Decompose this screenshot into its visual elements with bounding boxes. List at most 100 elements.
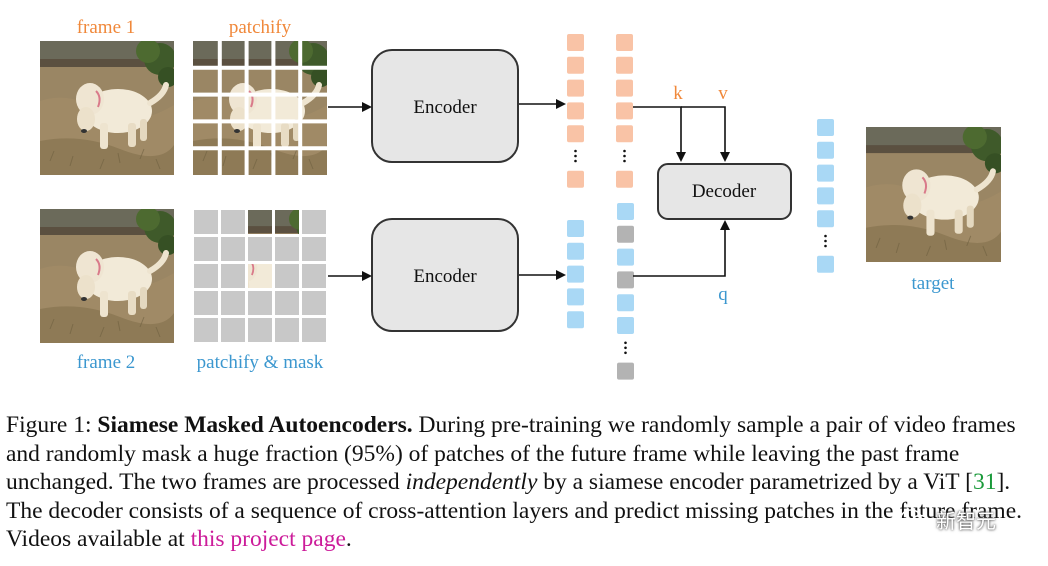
q-label: q — [718, 284, 728, 305]
caption-text-1: During pre-training we randomly sample a… — [6, 412, 1016, 467]
masked-patch — [302, 210, 326, 234]
token — [617, 294, 634, 312]
masked-patch — [248, 318, 272, 342]
patchify-label: patchify — [229, 17, 292, 38]
token-column-bottom-queries — [617, 203, 634, 380]
frame1-image — [40, 39, 178, 175]
masked-patch — [302, 291, 326, 315]
token-column-bottom-encoded — [567, 220, 584, 329]
caption-text-3: by a siamese encoder parametrized by a V… — [537, 469, 973, 496]
token — [617, 271, 634, 289]
token — [567, 56, 584, 74]
token — [567, 170, 584, 188]
masked-patch — [275, 264, 299, 288]
masked-patch — [275, 237, 299, 261]
ellipsis-dot — [824, 244, 827, 248]
caption-title: Siamese Masked Autoencoders. — [97, 412, 413, 438]
token — [567, 311, 584, 329]
masked-patch — [221, 237, 245, 261]
arrow-values-to-decoder — [681, 106, 730, 162]
citation-link[interactable]: 31 — [972, 469, 997, 496]
masked-patch — [194, 264, 218, 288]
patchify-mask-image — [194, 210, 326, 342]
token — [817, 164, 834, 182]
token — [817, 119, 834, 136]
decoder: Decoder — [657, 163, 792, 220]
token — [617, 203, 634, 220]
token — [617, 317, 634, 334]
token — [616, 79, 633, 97]
encoder-bottom-label: Encoder — [413, 266, 477, 287]
target-image — [866, 125, 1005, 262]
masked-patch — [194, 237, 218, 261]
token-column-top-encoded — [567, 34, 584, 188]
masked-patch — [221, 291, 245, 315]
token-column-output — [817, 119, 834, 273]
caption-emphasis: independently — [405, 469, 538, 496]
token — [616, 125, 633, 143]
masked-patch — [302, 237, 326, 261]
masked-patch — [221, 264, 245, 288]
token — [567, 220, 584, 237]
frame2-label: frame 2 — [77, 352, 136, 373]
token — [567, 125, 584, 143]
token — [567, 79, 584, 97]
masked-patch — [248, 237, 272, 261]
caption-fraction: 95% — [351, 440, 395, 467]
token — [616, 170, 633, 188]
encoder-bottom: Encoder — [371, 218, 519, 332]
watermark-text: 新智元 — [936, 509, 996, 533]
masked-patch — [194, 291, 218, 315]
ellipsis-dot — [824, 234, 827, 238]
frame1-label: frame 1 — [77, 17, 136, 38]
frame2-image — [40, 207, 178, 343]
ellipsis-dot — [574, 154, 577, 158]
token — [817, 255, 834, 273]
encoder-top: Encoder — [371, 49, 519, 163]
token — [617, 225, 634, 243]
ellipsis-dot — [624, 341, 627, 345]
project-page-link[interactable]: this project page — [190, 526, 346, 553]
masked-patch — [194, 318, 218, 342]
masked-patch — [275, 318, 299, 342]
token — [817, 141, 834, 159]
patchify-image — [193, 41, 327, 175]
masked-patch — [221, 210, 245, 234]
token — [616, 56, 633, 74]
masked-patch — [221, 318, 245, 342]
patchify-mask-label: patchify & mask — [197, 352, 324, 373]
figure-caption: Figure 1: Siamese Masked Autoencoders. D… — [6, 411, 1042, 554]
token — [567, 288, 584, 306]
ellipsis-dot — [624, 351, 627, 355]
siamese-mae-diagram: frame 1 patchify Encoder k v Decoder tar… — [0, 17, 1048, 380]
ellipsis-dot — [623, 149, 626, 153]
token-column-top-keys-values — [616, 34, 633, 188]
target-label: target — [912, 273, 956, 294]
token — [817, 210, 834, 228]
token — [616, 34, 633, 51]
arrow-queries-to-decoder — [633, 220, 730, 277]
caption-text-5: . — [345, 526, 352, 553]
ellipsis-dot — [574, 149, 577, 153]
ellipsis-dot — [574, 159, 577, 163]
arrow-keys-to-decoder — [633, 106, 686, 162]
masked-patch — [275, 291, 299, 315]
masked-patch — [248, 291, 272, 315]
token — [617, 248, 634, 266]
k-label: k — [673, 83, 683, 104]
ellipsis-dot — [824, 239, 827, 243]
token — [567, 265, 584, 283]
token — [616, 102, 633, 120]
masked-patch — [302, 318, 326, 342]
watermark: 新智元 — [900, 505, 996, 534]
token — [817, 187, 834, 205]
masked-patch — [302, 264, 326, 288]
token — [567, 102, 584, 120]
caption-prefix: Figure 1: — [6, 412, 98, 438]
token — [617, 362, 634, 380]
caption-text-4: ]. The decoder consists of a sequence of… — [6, 469, 1023, 553]
decoder-label: Decoder — [692, 181, 757, 202]
ellipsis-dot — [623, 159, 626, 163]
caption-text-2: ) of patches of the future frame while l… — [6, 440, 960, 496]
masked-patch — [194, 210, 218, 234]
